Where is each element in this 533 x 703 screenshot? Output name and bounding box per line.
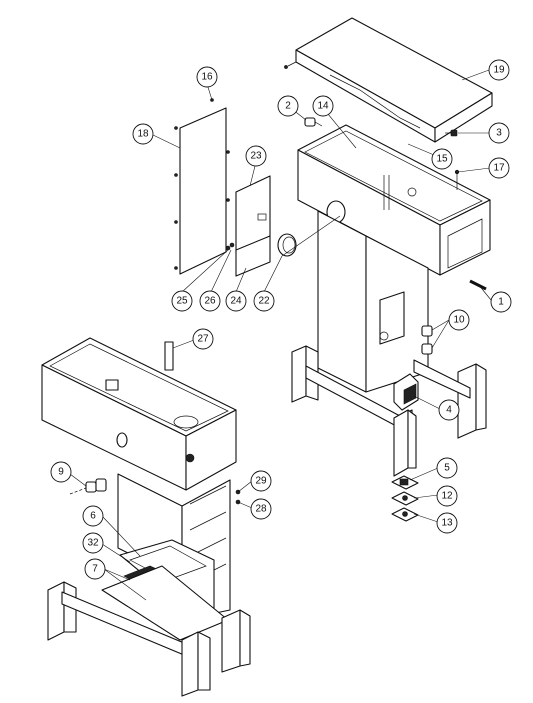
svg-text:26: 26 <box>204 296 216 307</box>
callout-17: 17 <box>488 157 510 179</box>
callout-23: 23 <box>245 145 267 167</box>
callout-18: 18 <box>132 123 154 145</box>
svg-text:3: 3 <box>496 128 502 139</box>
knob-10 <box>421 325 433 355</box>
svg-text:32: 32 <box>87 538 99 549</box>
svg-text:27: 27 <box>197 334 209 345</box>
left-unit-assembly <box>41 337 251 697</box>
screw-2 <box>304 117 323 127</box>
callout-3: 3 <box>488 122 510 144</box>
svg-text:16: 16 <box>201 72 213 83</box>
callout-6: 6 <box>82 505 104 527</box>
svg-text:18: 18 <box>137 129 149 140</box>
plate-24 <box>225 235 271 277</box>
callout-19: 19 <box>488 59 510 81</box>
callout-16: 16 <box>196 66 218 88</box>
callout-13: 13 <box>436 512 458 534</box>
pin-1 <box>469 279 487 291</box>
callout-9: 9 <box>50 461 72 483</box>
callout-14: 14 <box>312 95 334 117</box>
leader-lines <box>69 69 492 601</box>
side-panel-18 <box>174 98 230 275</box>
svg-text:12: 12 <box>441 491 453 502</box>
svg-text:1: 1 <box>498 297 504 308</box>
foot-plate-12 <box>391 491 419 506</box>
svg-text:28: 28 <box>255 504 267 515</box>
svg-text:9: 9 <box>58 467 64 478</box>
callout-27: 27 <box>192 328 214 350</box>
svg-text:15: 15 <box>436 154 448 165</box>
callout-5: 5 <box>436 457 458 479</box>
svg-text:25: 25 <box>176 296 188 307</box>
svg-text:22: 22 <box>258 296 270 307</box>
plug-9 <box>69 478 107 495</box>
screw-3 <box>445 129 458 137</box>
callout-12: 12 <box>436 485 458 507</box>
svg-text:7: 7 <box>92 564 98 575</box>
callout-2: 2 <box>277 95 299 117</box>
svg-text:13: 13 <box>441 518 453 529</box>
callout-15: 15 <box>431 148 453 170</box>
svg-text:23: 23 <box>250 151 262 162</box>
svg-text:10: 10 <box>453 315 465 326</box>
svg-text:4: 4 <box>446 405 452 416</box>
svg-text:17: 17 <box>493 163 505 174</box>
foot-plate-5 <box>391 475 419 490</box>
right-unit-assembly <box>291 124 491 477</box>
post-27 <box>164 341 174 371</box>
svg-text:14: 14 <box>317 101 329 112</box>
callout-1: 1 <box>490 291 512 313</box>
callout-26: 26 <box>199 290 221 312</box>
cap-22 <box>277 233 297 257</box>
callout-28: 28 <box>250 498 272 520</box>
callout-29: 29 <box>250 470 272 492</box>
svg-text:24: 24 <box>230 296 242 307</box>
svg-text:2: 2 <box>285 101 291 112</box>
callout-10: 10 <box>448 309 470 331</box>
svg-text:29: 29 <box>255 476 267 487</box>
callout-4: 4 <box>438 399 460 421</box>
callout-32: 32 <box>82 532 104 554</box>
callout-22: 22 <box>253 290 275 312</box>
callout-7: 7 <box>84 558 106 580</box>
screw-28-29 <box>235 489 241 505</box>
svg-text:6: 6 <box>90 511 96 522</box>
top-cover-19 <box>284 17 493 143</box>
callout-25: 25 <box>171 290 193 312</box>
callout-24: 24 <box>225 290 247 312</box>
foot-plate-13 <box>391 507 419 522</box>
caster-4 <box>393 373 419 411</box>
svg-text:19: 19 <box>493 65 505 76</box>
svg-text:5: 5 <box>444 463 450 474</box>
